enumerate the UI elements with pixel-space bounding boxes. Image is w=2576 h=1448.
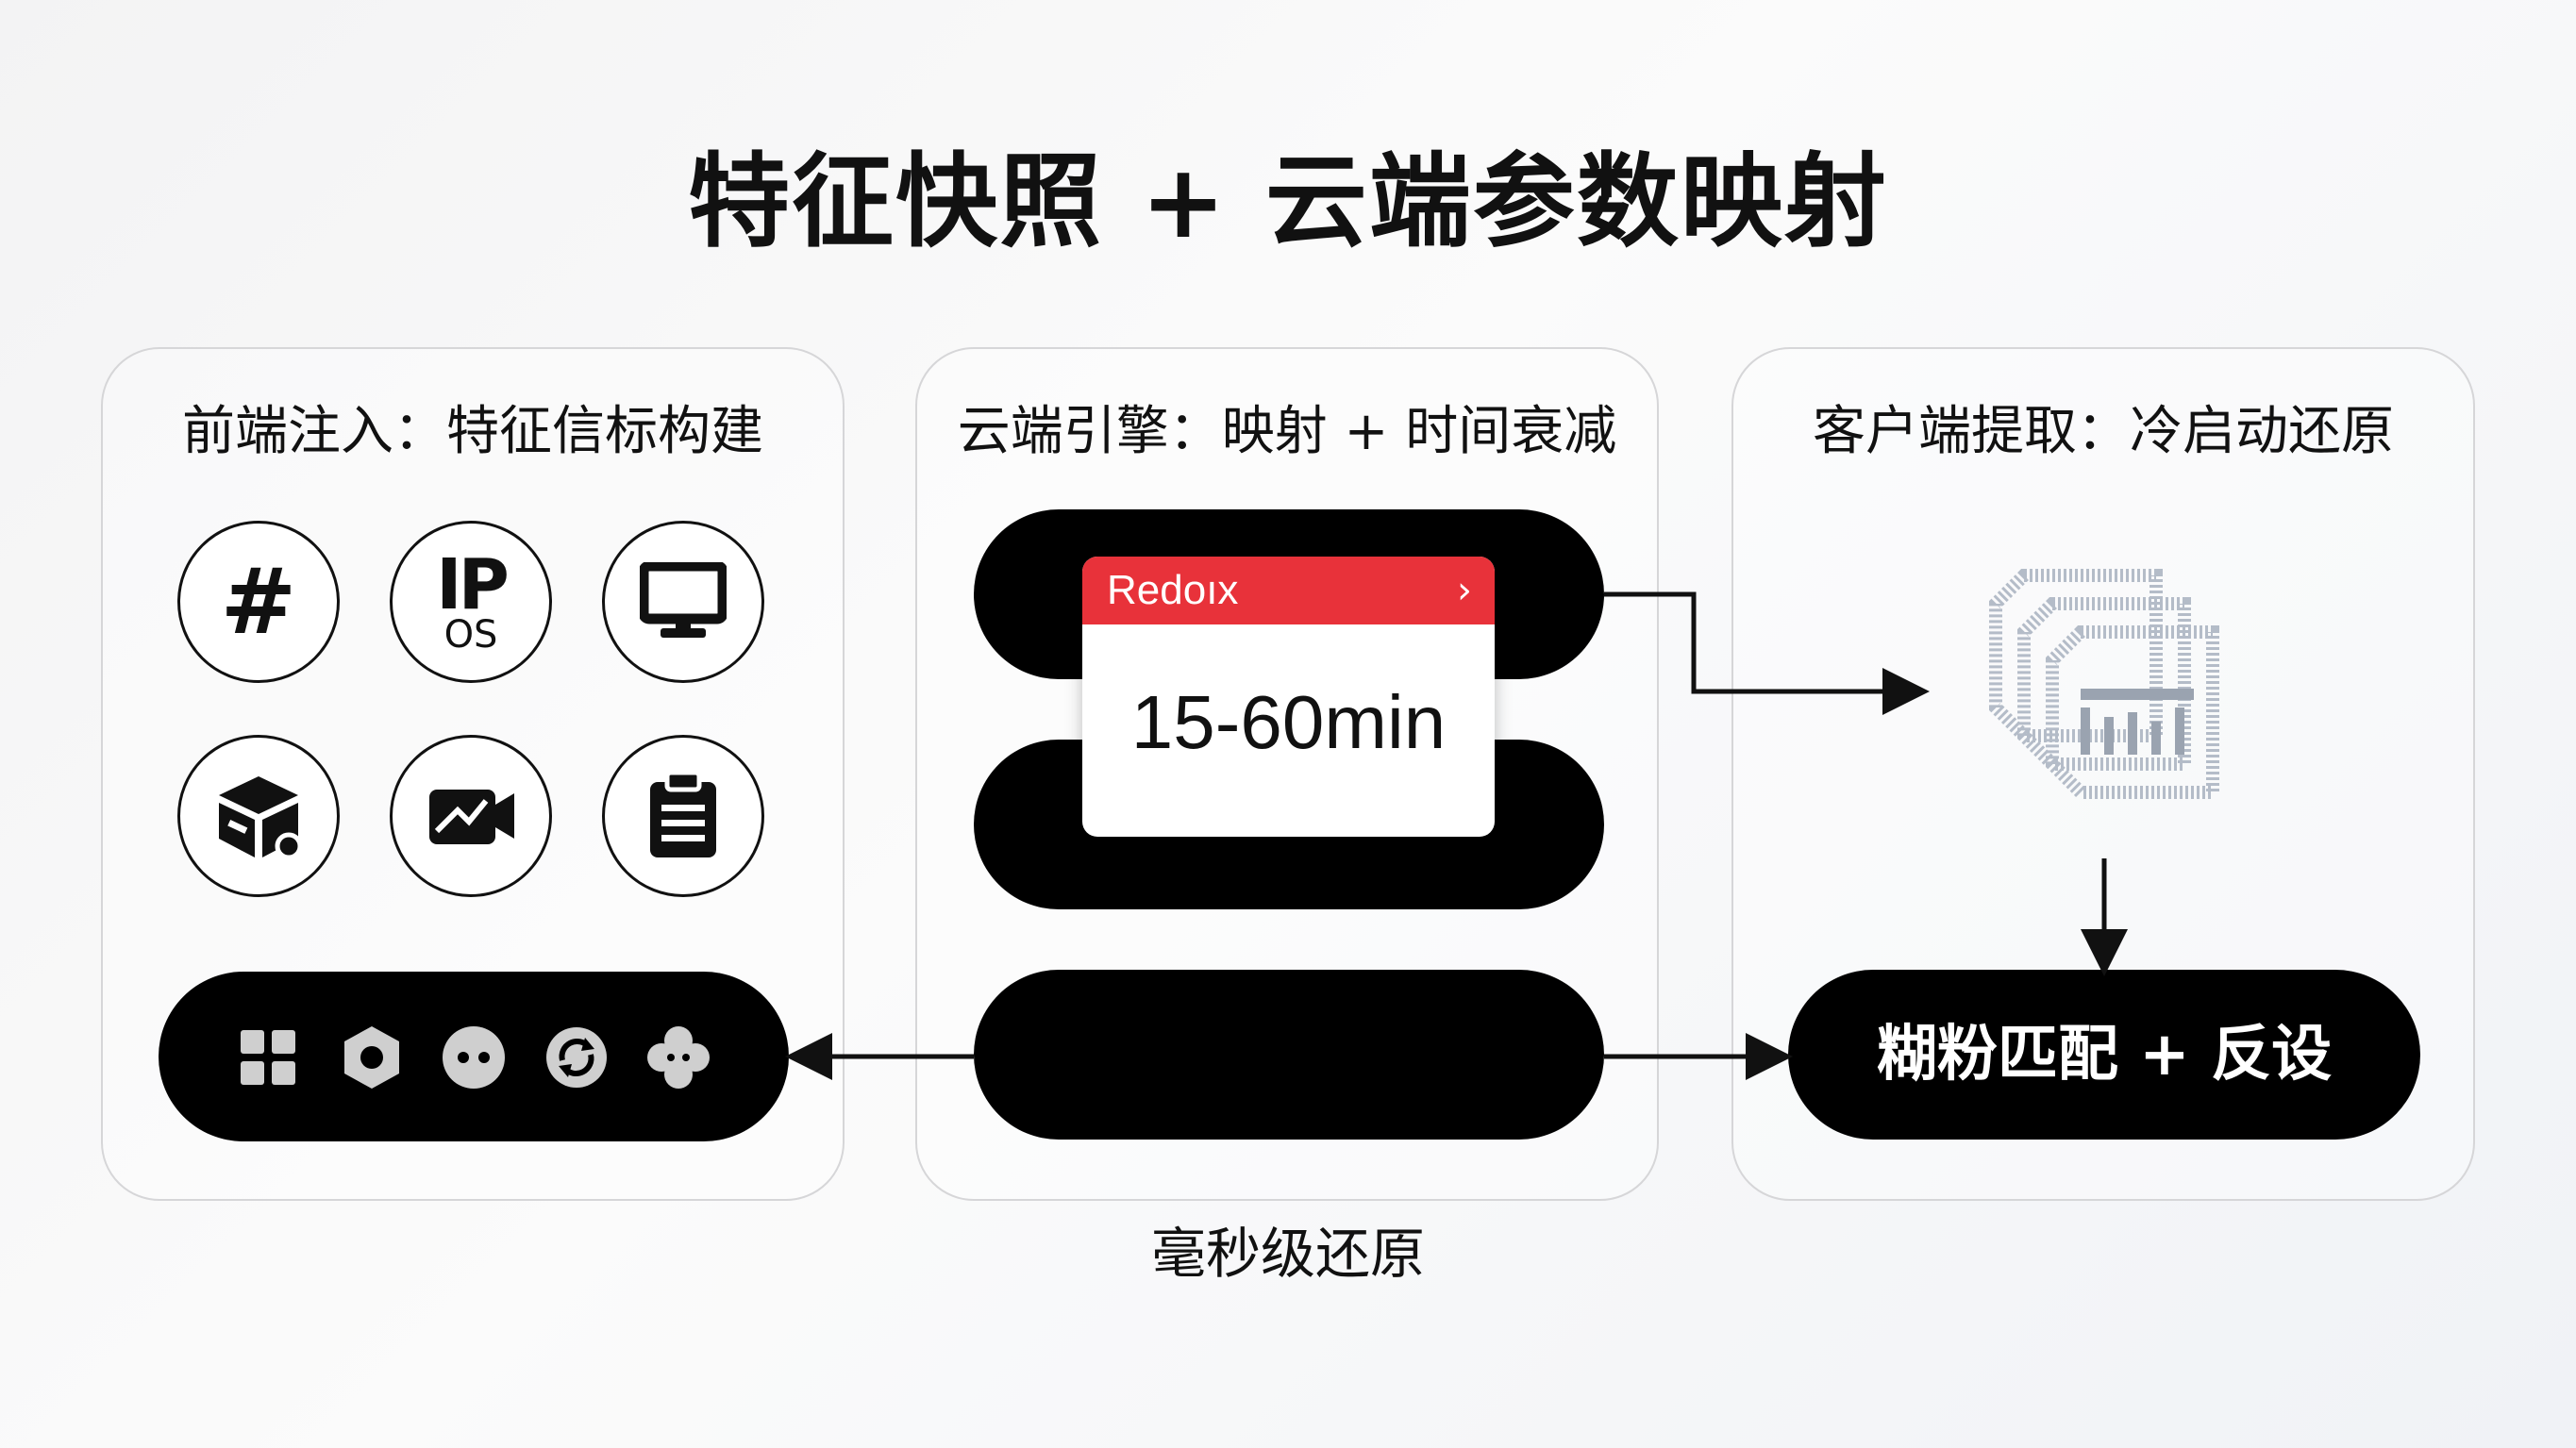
cache-card-header: Redoıx › (1082, 557, 1495, 624)
image-camera-icon (390, 735, 552, 897)
flower-icon (645, 1024, 711, 1090)
os-label: OS (443, 613, 498, 657)
ip-label: IP (436, 544, 510, 625)
ip-os-icon: IP OS (390, 521, 552, 683)
sync-icon (544, 1024, 610, 1090)
grid-icon (239, 1028, 297, 1087)
package-icon (177, 735, 340, 897)
arrow-cloud-to-client (1604, 591, 1930, 715)
cache-card: Redoıx › 15-60min (1082, 557, 1495, 837)
stacked-data-icon (1967, 547, 2241, 830)
ttl-value: 15-60min (1130, 680, 1447, 764)
two-dots-icon (441, 1024, 507, 1090)
cache-card-label: Redoıx (1107, 567, 1239, 613)
panel-title-frontend: 前端注入：特征信标构建 (182, 401, 763, 462)
caption: 毫秒级还原 (1150, 1222, 1425, 1286)
panel-title-client: 客户端提取：冷启动还原 (1813, 401, 2394, 462)
output-pill: 糊粉匹配 + 反设 (1788, 970, 2420, 1140)
hash-icon-glyph: # (220, 549, 297, 655)
panel-title-cloud: 云端引擎：映射 + 时间衰减 (957, 401, 1617, 462)
hexagon-nut-icon (339, 1024, 405, 1090)
chevron-right-icon: › (1457, 569, 1472, 612)
output-label: 糊粉匹配 + 反设 (1876, 1020, 2333, 1090)
cloud-pill-bottom (974, 970, 1604, 1140)
clipboard-icon (602, 735, 764, 897)
monitor-icon (602, 521, 764, 683)
page-title: 特征快照 + 云端参数映射 (688, 143, 1888, 261)
hash-icon: # (177, 521, 340, 683)
